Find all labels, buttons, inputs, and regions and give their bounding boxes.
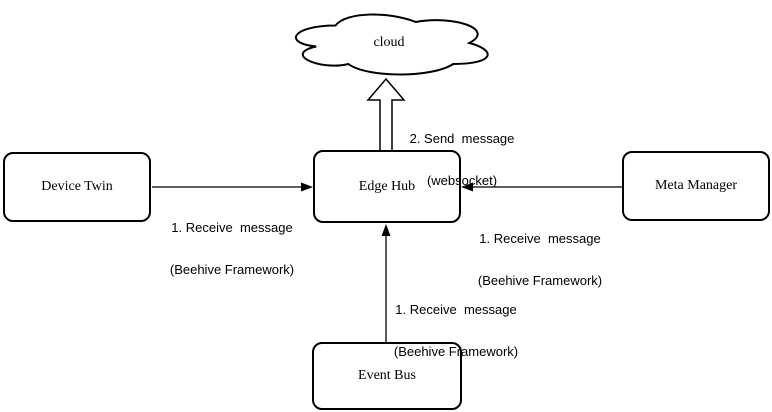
edge-label-line2: (websocket) (426, 173, 498, 188)
node-meta-manager[interactable]: Meta Manager (622, 151, 770, 221)
edge-label-device-twin-to-edge-hub: 1. Receive message (Beehive Framework) (159, 193, 305, 305)
cloud-shape[interactable] (294, 13, 489, 76)
edge-label-line1: 1. Receive message (171, 220, 293, 235)
arrowhead-meta-manager-to-edge-hub (461, 182, 473, 192)
edge-label-meta-manager-to-edge-hub: 1. Receive message (Beehive Framework) (467, 204, 613, 316)
node-meta-manager-label: Meta Manager (654, 178, 738, 193)
edge-label-line2: (Beehive Framework) (169, 262, 295, 277)
edge-label-line1: 2. Send message (409, 131, 515, 146)
edge-label-line1: 1. Receive message (395, 302, 517, 317)
node-edge-hub-label: Edge Hub (358, 178, 416, 194)
edge-meta-manager-to-edge-hub[interactable] (461, 182, 622, 192)
node-device-twin[interactable]: Device Twin (3, 152, 151, 222)
node-event-bus[interactable]: Event Bus (312, 342, 462, 410)
edge-device-twin-to-edge-hub[interactable] (152, 182, 313, 192)
edge-event-bus-to-edge-hub[interactable] (381, 224, 391, 342)
edge-label-event-bus-to-edge-hub: 1. Receive message (Beehive Framework) (383, 275, 529, 387)
cloud-outline[interactable] (294, 13, 489, 76)
node-edge-hub[interactable]: Edge Hub (313, 150, 461, 223)
arrowhead-event-bus-to-edge-hub (381, 224, 391, 236)
edge-label-line1: 1. Receive message (479, 231, 601, 246)
edge-label-line2: (Beehive Framework) (393, 344, 519, 359)
edge-label-edge-hub-to-cloud: 2. Send message (websocket) (389, 104, 535, 216)
cloud-label: cloud (373, 35, 405, 50)
node-device-twin-label: Device Twin (41, 179, 113, 194)
arrowhead-device-twin-to-edge-hub (301, 182, 313, 192)
edge-label-line2: (Beehive Framework) (477, 273, 603, 288)
node-event-bus-label: Event Bus (358, 368, 416, 383)
